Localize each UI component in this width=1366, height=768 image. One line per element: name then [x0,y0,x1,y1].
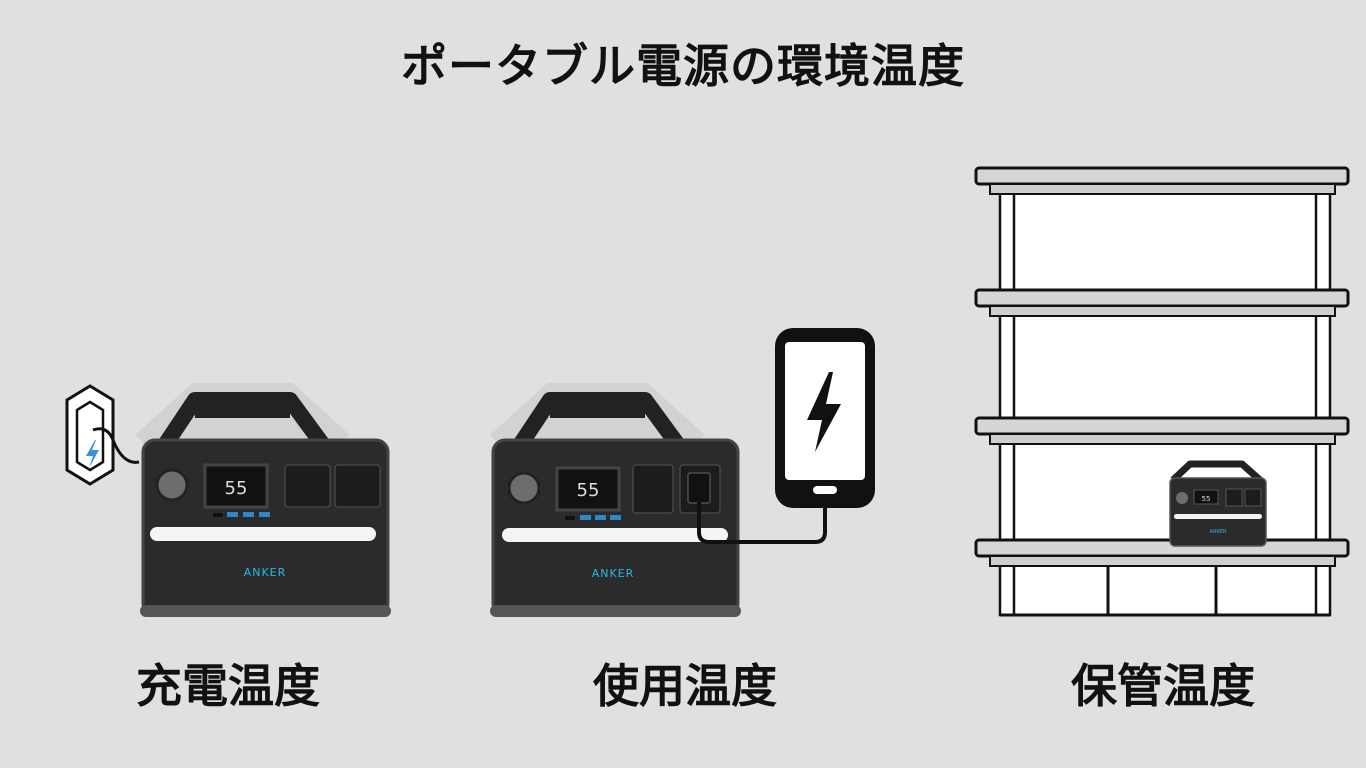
storage-shelf-icon [974,166,1350,617]
wall-outlet-charging-icon [65,384,140,486]
power-station: 55 ANKER [135,383,391,617]
storage-scene: 55 ANKER [974,166,1350,617]
display-value-text: 55 [225,478,248,499]
usage-scene: 55 ANKER [490,328,875,617]
brand-label: ANKER [244,566,287,579]
power-station: 55 ANKER [1169,460,1267,547]
charging-temperature-label: 充電温度 [136,659,320,713]
brand-label: ANKER [592,567,635,580]
power-station: 55 ANKER [490,383,741,617]
smartphone-charging-icon [775,328,875,508]
charging-scene: 55 ANKER [65,383,391,617]
brand-label: ANKER [1209,529,1227,535]
display-value-text: 55 [1202,495,1211,503]
storage-temperature-label: 保管温度 [1071,659,1255,713]
display-value-text: 55 [577,480,600,501]
page-title: ポータブル電源の環境温度 [401,39,965,93]
usage-temperature-label: 使用温度 [593,659,777,713]
